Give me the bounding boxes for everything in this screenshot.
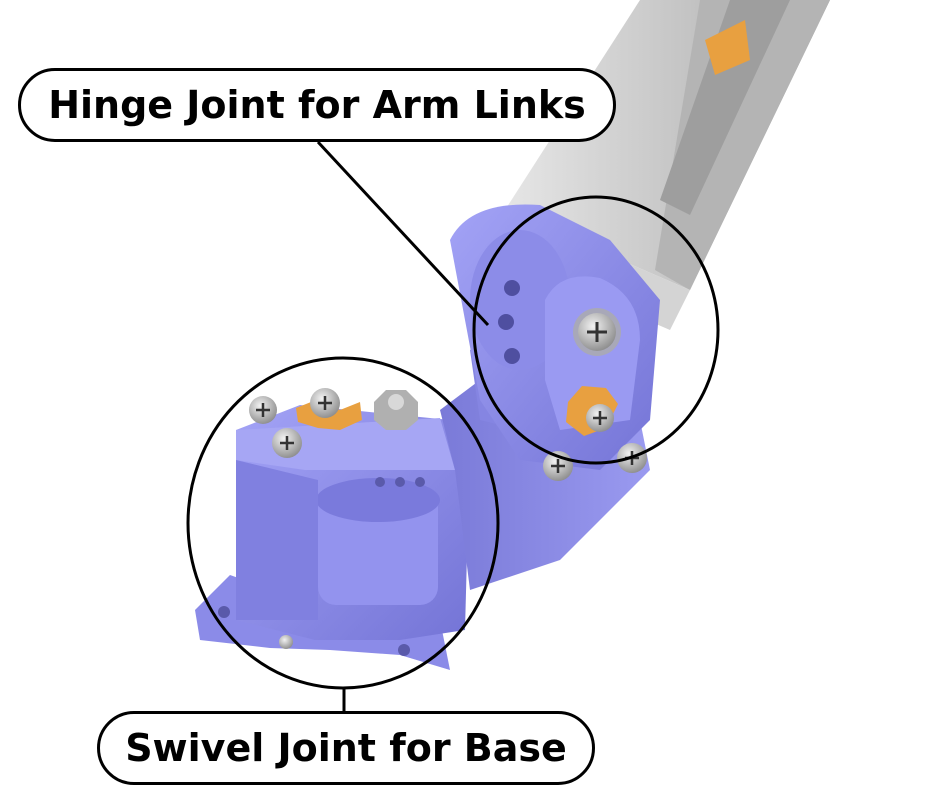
screw [573, 308, 621, 356]
hinge-joint-callout-label: Hinge Joint for Arm Links [18, 68, 616, 142]
screw [279, 635, 293, 649]
screw [586, 404, 614, 432]
screws [249, 308, 647, 649]
screw [310, 388, 340, 418]
screw [249, 396, 277, 424]
hinge-highlight-circle [472, 195, 720, 465]
swivel-base-part [195, 405, 470, 670]
orange-insert [705, 20, 750, 75]
swivel-joint-callout-label: Swivel Joint for Base [97, 711, 595, 785]
hinge-leader-line [316, 140, 490, 327]
screw [272, 428, 302, 458]
hex-bolt [374, 390, 418, 430]
